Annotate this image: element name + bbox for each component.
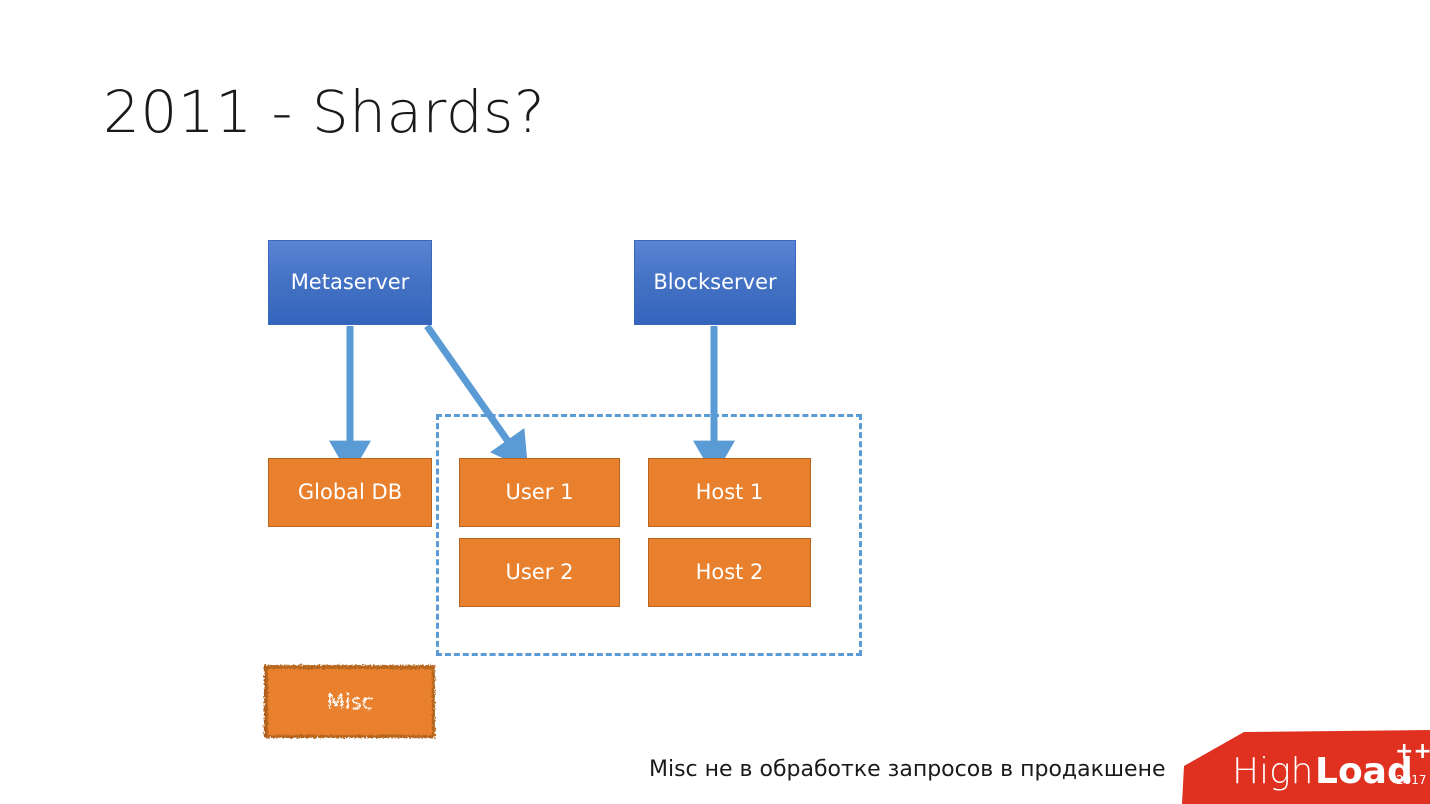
caption-text: Misc не в обработке запросов в продакшен… xyxy=(649,757,1166,782)
logo-shape xyxy=(1182,730,1430,804)
node-host-2-label: Host 2 xyxy=(695,560,764,584)
highload-logo: High Load ++ 2017 xyxy=(1182,730,1430,804)
node-metaserver-label: Metaserver xyxy=(290,270,410,294)
logo-year: 2017 xyxy=(1396,773,1427,787)
node-user-1-label: User 1 xyxy=(505,480,574,504)
node-global-db-label: Global DB xyxy=(297,480,403,504)
node-user-1[interactable]: User 1 xyxy=(459,458,620,527)
logo-text-load: Load xyxy=(1315,751,1413,792)
logo-plus-plus: ++ xyxy=(1395,739,1430,764)
node-global-db[interactable]: Global DB xyxy=(268,458,432,527)
node-misc[interactable]: Misc xyxy=(268,669,432,735)
node-host-1-label: Host 1 xyxy=(695,480,764,504)
node-host-1[interactable]: Host 1 xyxy=(648,458,811,527)
page-title: 2011 - Shards? xyxy=(103,78,546,146)
logo-text-high: High xyxy=(1232,751,1314,792)
node-misc-label: Misc xyxy=(326,689,374,714)
node-host-2[interactable]: Host 2 xyxy=(648,538,811,607)
shard-region-outline xyxy=(436,414,862,656)
node-user-2[interactable]: User 2 xyxy=(459,538,620,607)
node-blockserver-label: Blockserver xyxy=(653,270,777,294)
node-blockserver[interactable]: Blockserver xyxy=(634,240,796,325)
node-metaserver[interactable]: Metaserver xyxy=(268,240,432,325)
node-user-2-label: User 2 xyxy=(505,560,574,584)
